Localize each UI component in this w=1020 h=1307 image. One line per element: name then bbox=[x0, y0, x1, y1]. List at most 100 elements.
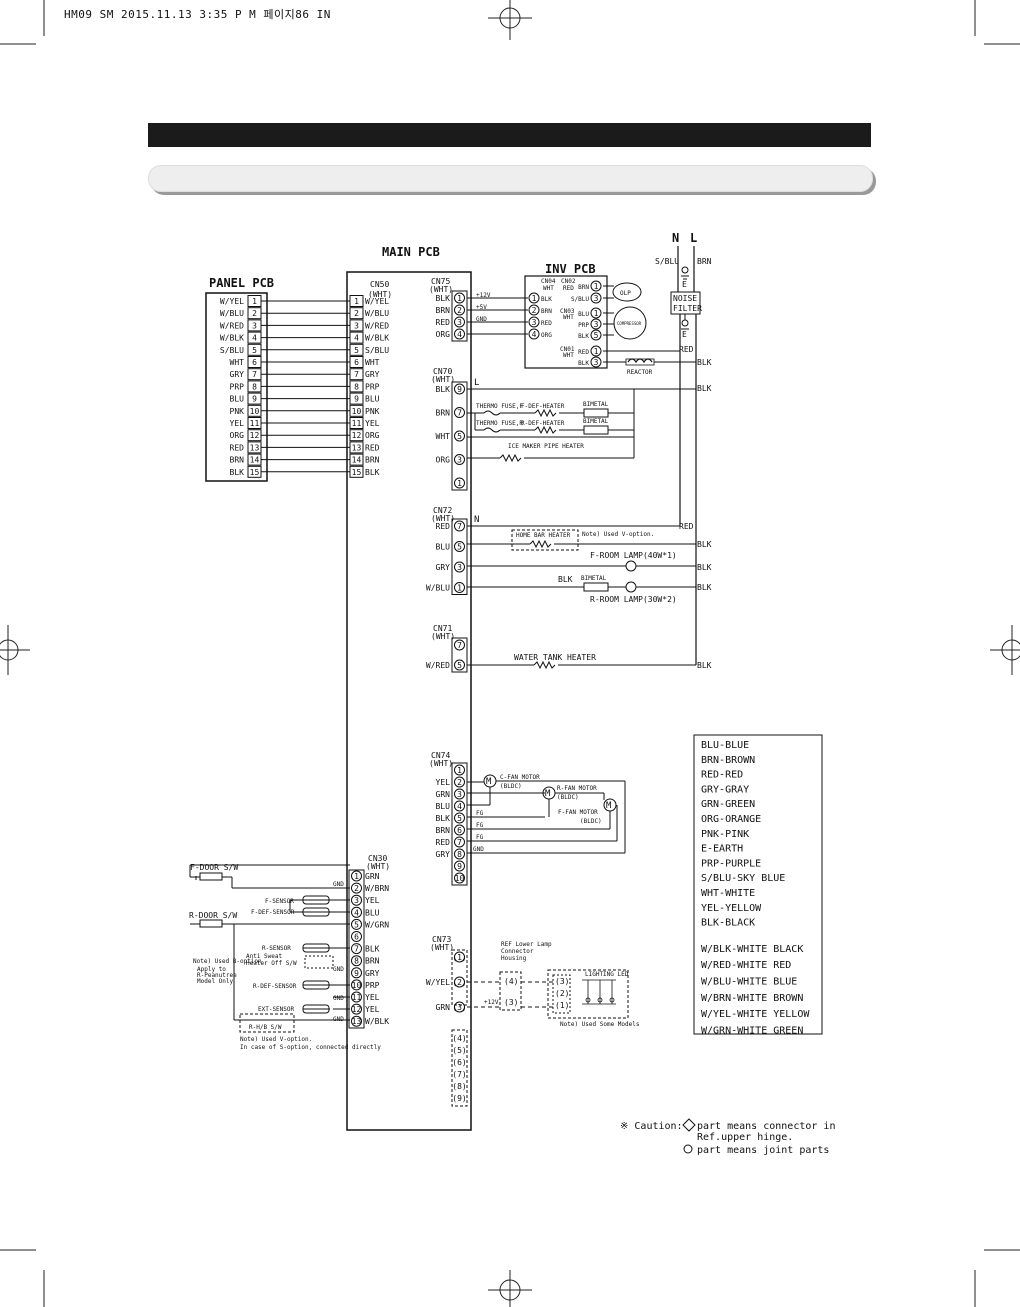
cn73-pin-number: (3) bbox=[452, 1003, 466, 1012]
cn70-wires bbox=[467, 388, 696, 463]
cn50-pin-box bbox=[349, 295, 364, 307]
cn74-pin-number: 1 bbox=[457, 766, 462, 775]
f-sensor: F-SENSOR bbox=[265, 898, 294, 905]
legend-item: ORG-ORANGE bbox=[701, 814, 761, 825]
c-fan-motor: C-FAN MOTOR bbox=[500, 774, 540, 781]
svg-text:COMPRESSOR: COMPRESSOR bbox=[617, 321, 642, 326]
r-sensor: R-SENSOR bbox=[262, 945, 291, 952]
cn30-housing bbox=[348, 869, 365, 1029]
ext-sensor: EXT-SENSOR bbox=[258, 1006, 295, 1013]
cn73-pin-number: (5) bbox=[452, 1046, 466, 1055]
cn73-pin-number: (4) bbox=[452, 1034, 466, 1043]
cn50-color: (WHT) bbox=[368, 290, 392, 299]
cn04-pin-label: RED bbox=[541, 320, 552, 327]
cn30-pin-label: W/BRN bbox=[365, 884, 389, 893]
ref-housing-box bbox=[499, 971, 522, 1011]
cn50-pin-box bbox=[349, 441, 364, 454]
legend-item: GRY-GRAY bbox=[701, 784, 749, 795]
f-fan-bldc: (BLDC) bbox=[580, 818, 602, 825]
cn70-pin-ring bbox=[454, 407, 465, 418]
cn71-wires bbox=[467, 660, 696, 670]
cn73-color: (WHT) bbox=[430, 943, 454, 952]
panel-pin-label: ORG bbox=[230, 431, 245, 440]
panel-pin-label: PRP bbox=[230, 382, 245, 391]
r-fan-m: M bbox=[545, 789, 551, 799]
cn74-pin-number: 9 bbox=[457, 862, 462, 871]
cn50-pin-label: W/BLU bbox=[365, 309, 389, 318]
cn74-pin-ring bbox=[454, 800, 465, 812]
panel-pin-label: BLK bbox=[230, 468, 245, 477]
cn30-pin-number: 10 bbox=[352, 981, 362, 990]
cn50-pin-box bbox=[349, 392, 364, 405]
legend-item: BLU-BLUE bbox=[701, 740, 749, 751]
cn71-color: (WHT) bbox=[431, 632, 455, 641]
legend-item: BLK-BLACK bbox=[701, 918, 755, 929]
cn72-blk-3: BLK bbox=[697, 583, 712, 592]
cn75-pin-number: 1 bbox=[457, 294, 462, 303]
panel-pin-label: W/BLU bbox=[220, 309, 244, 318]
cn30-pin-ring bbox=[351, 979, 362, 991]
legend-item: S/BLU-SKY BLUE bbox=[701, 873, 785, 884]
cn50-pin-number: 4 bbox=[354, 334, 359, 343]
cn30-pin-ring bbox=[351, 870, 362, 882]
svg-text:OLP: OLP bbox=[620, 290, 631, 297]
cn74-pin-ring bbox=[454, 788, 465, 800]
panel-pin-label: YEL bbox=[230, 419, 245, 428]
cn04-pin-number: 4 bbox=[532, 330, 537, 339]
caution-line-3: part means joint parts bbox=[697, 1145, 829, 1156]
power-blk-1: BLK bbox=[697, 358, 712, 367]
legend-item: PRP-PURPLE bbox=[701, 858, 761, 869]
lighting-led: LIGHTING LED bbox=[585, 971, 629, 978]
cn50-pin-number: 10 bbox=[352, 407, 362, 416]
cn74-pin-label: BLU bbox=[436, 802, 451, 811]
legend-item: YEL-YELLOW bbox=[701, 903, 762, 914]
panel-pcb-title: PANEL PCB bbox=[209, 276, 274, 290]
cn03-name: CN03 bbox=[560, 308, 575, 315]
power-red-1: RED bbox=[679, 345, 694, 354]
cn50-pin-label: YEL bbox=[365, 419, 380, 428]
f-def-sensor: F-DEF-SENSOR bbox=[251, 909, 295, 916]
cn01-pin-number: 1 bbox=[594, 347, 599, 356]
cn75-housing bbox=[451, 290, 468, 342]
cn02-pin-number: 3 bbox=[594, 294, 599, 303]
cn50-pin-label: BRN bbox=[365, 456, 380, 465]
power-n: N bbox=[672, 231, 679, 245]
color-legend-box bbox=[693, 734, 823, 1035]
earth-label-top: E bbox=[682, 280, 687, 289]
cn74-pin-number: 6 bbox=[457, 826, 462, 835]
cn50-pin-number: 8 bbox=[354, 382, 359, 391]
cn04-pin-number: 3 bbox=[532, 318, 537, 327]
led-pin-3: (3) bbox=[555, 977, 569, 986]
cn50-pin-number: 7 bbox=[354, 370, 359, 379]
cn75-pin-signal: +12V bbox=[476, 292, 491, 299]
main-pcb-box bbox=[346, 271, 472, 1131]
legend-item: W/BRN-WHITE BROWN bbox=[701, 993, 803, 1004]
cn50-pin-number: 1 bbox=[354, 297, 359, 306]
connector-diamond-icon bbox=[682, 1118, 696, 1132]
cn30-pin-number: 4 bbox=[354, 908, 359, 917]
cn30-pin-number: 6 bbox=[354, 933, 359, 942]
cn04-pin-ring bbox=[528, 304, 540, 316]
cn04-pin-label: BLK bbox=[541, 296, 552, 303]
cn02-color: RED bbox=[563, 285, 574, 292]
cn71-pin-ring bbox=[454, 659, 465, 671]
cn50-pin-box bbox=[349, 417, 364, 429]
power-blk-2: BLK bbox=[697, 384, 712, 393]
cn50-pin-number: 9 bbox=[354, 395, 359, 404]
cn75-name: CN75 bbox=[431, 277, 450, 286]
cn50-pin-number: 6 bbox=[354, 358, 359, 367]
noise-filter-label-1: NOISE bbox=[673, 294, 697, 303]
cn04-pin-ring bbox=[528, 292, 540, 304]
cn03-pin-label: BLU bbox=[578, 311, 589, 318]
thermo-fuse-r: THERMO FUSE,R bbox=[476, 420, 523, 427]
cn74-pin-label: RED bbox=[436, 838, 451, 847]
cn30-gnd-4: GND bbox=[333, 1016, 344, 1023]
cn72-pin-label: GRY bbox=[436, 563, 451, 572]
note-b-3: R-Peanutree bbox=[197, 972, 237, 979]
olp: OLP bbox=[612, 282, 642, 302]
cn75-pin-label: BRN bbox=[436, 306, 451, 315]
panel-pin-label: BLU bbox=[230, 395, 245, 404]
